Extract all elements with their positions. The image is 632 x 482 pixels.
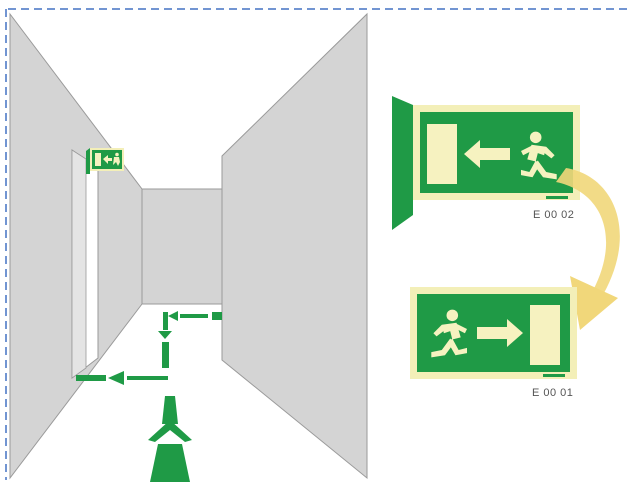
arrow-left-icon bbox=[464, 140, 510, 168]
corridor-back-wall bbox=[141, 188, 223, 305]
sign-code-e0002: E 00 02 bbox=[533, 209, 575, 221]
sign-maker-mark bbox=[543, 374, 565, 377]
corridor-illustration bbox=[9, 12, 368, 482]
wall-exit-sign-icon bbox=[86, 148, 124, 174]
exit-door-icon bbox=[530, 305, 560, 365]
sign-code-e0001: E 00 01 bbox=[532, 387, 574, 399]
sign-mount-bracket bbox=[392, 96, 413, 230]
corridor-right-wall bbox=[221, 12, 368, 480]
exit-sign-right bbox=[410, 287, 577, 379]
floor-dash bbox=[163, 312, 168, 330]
floor-dash bbox=[76, 375, 106, 381]
floor-dash bbox=[212, 312, 222, 320]
floor-dash bbox=[150, 444, 190, 482]
exit-door-icon bbox=[427, 124, 457, 184]
curved-arrow-icon bbox=[556, 168, 620, 330]
floor-arrow-left-icon bbox=[168, 311, 178, 321]
floor-dash bbox=[162, 396, 178, 424]
floor-dash bbox=[180, 314, 208, 318]
arrow-right-icon bbox=[477, 319, 523, 347]
floor-markings bbox=[76, 311, 222, 482]
floor-dash bbox=[127, 376, 168, 380]
doorway-jamb bbox=[71, 149, 87, 379]
floor-arrow-down-icon bbox=[158, 331, 172, 339]
floor-arrow-left-icon bbox=[108, 371, 124, 385]
floor-dash bbox=[162, 342, 169, 368]
floor-arrow-up-icon bbox=[148, 420, 192, 442]
sign-maker-mark bbox=[546, 196, 568, 199]
exit-sign-left bbox=[392, 96, 580, 230]
